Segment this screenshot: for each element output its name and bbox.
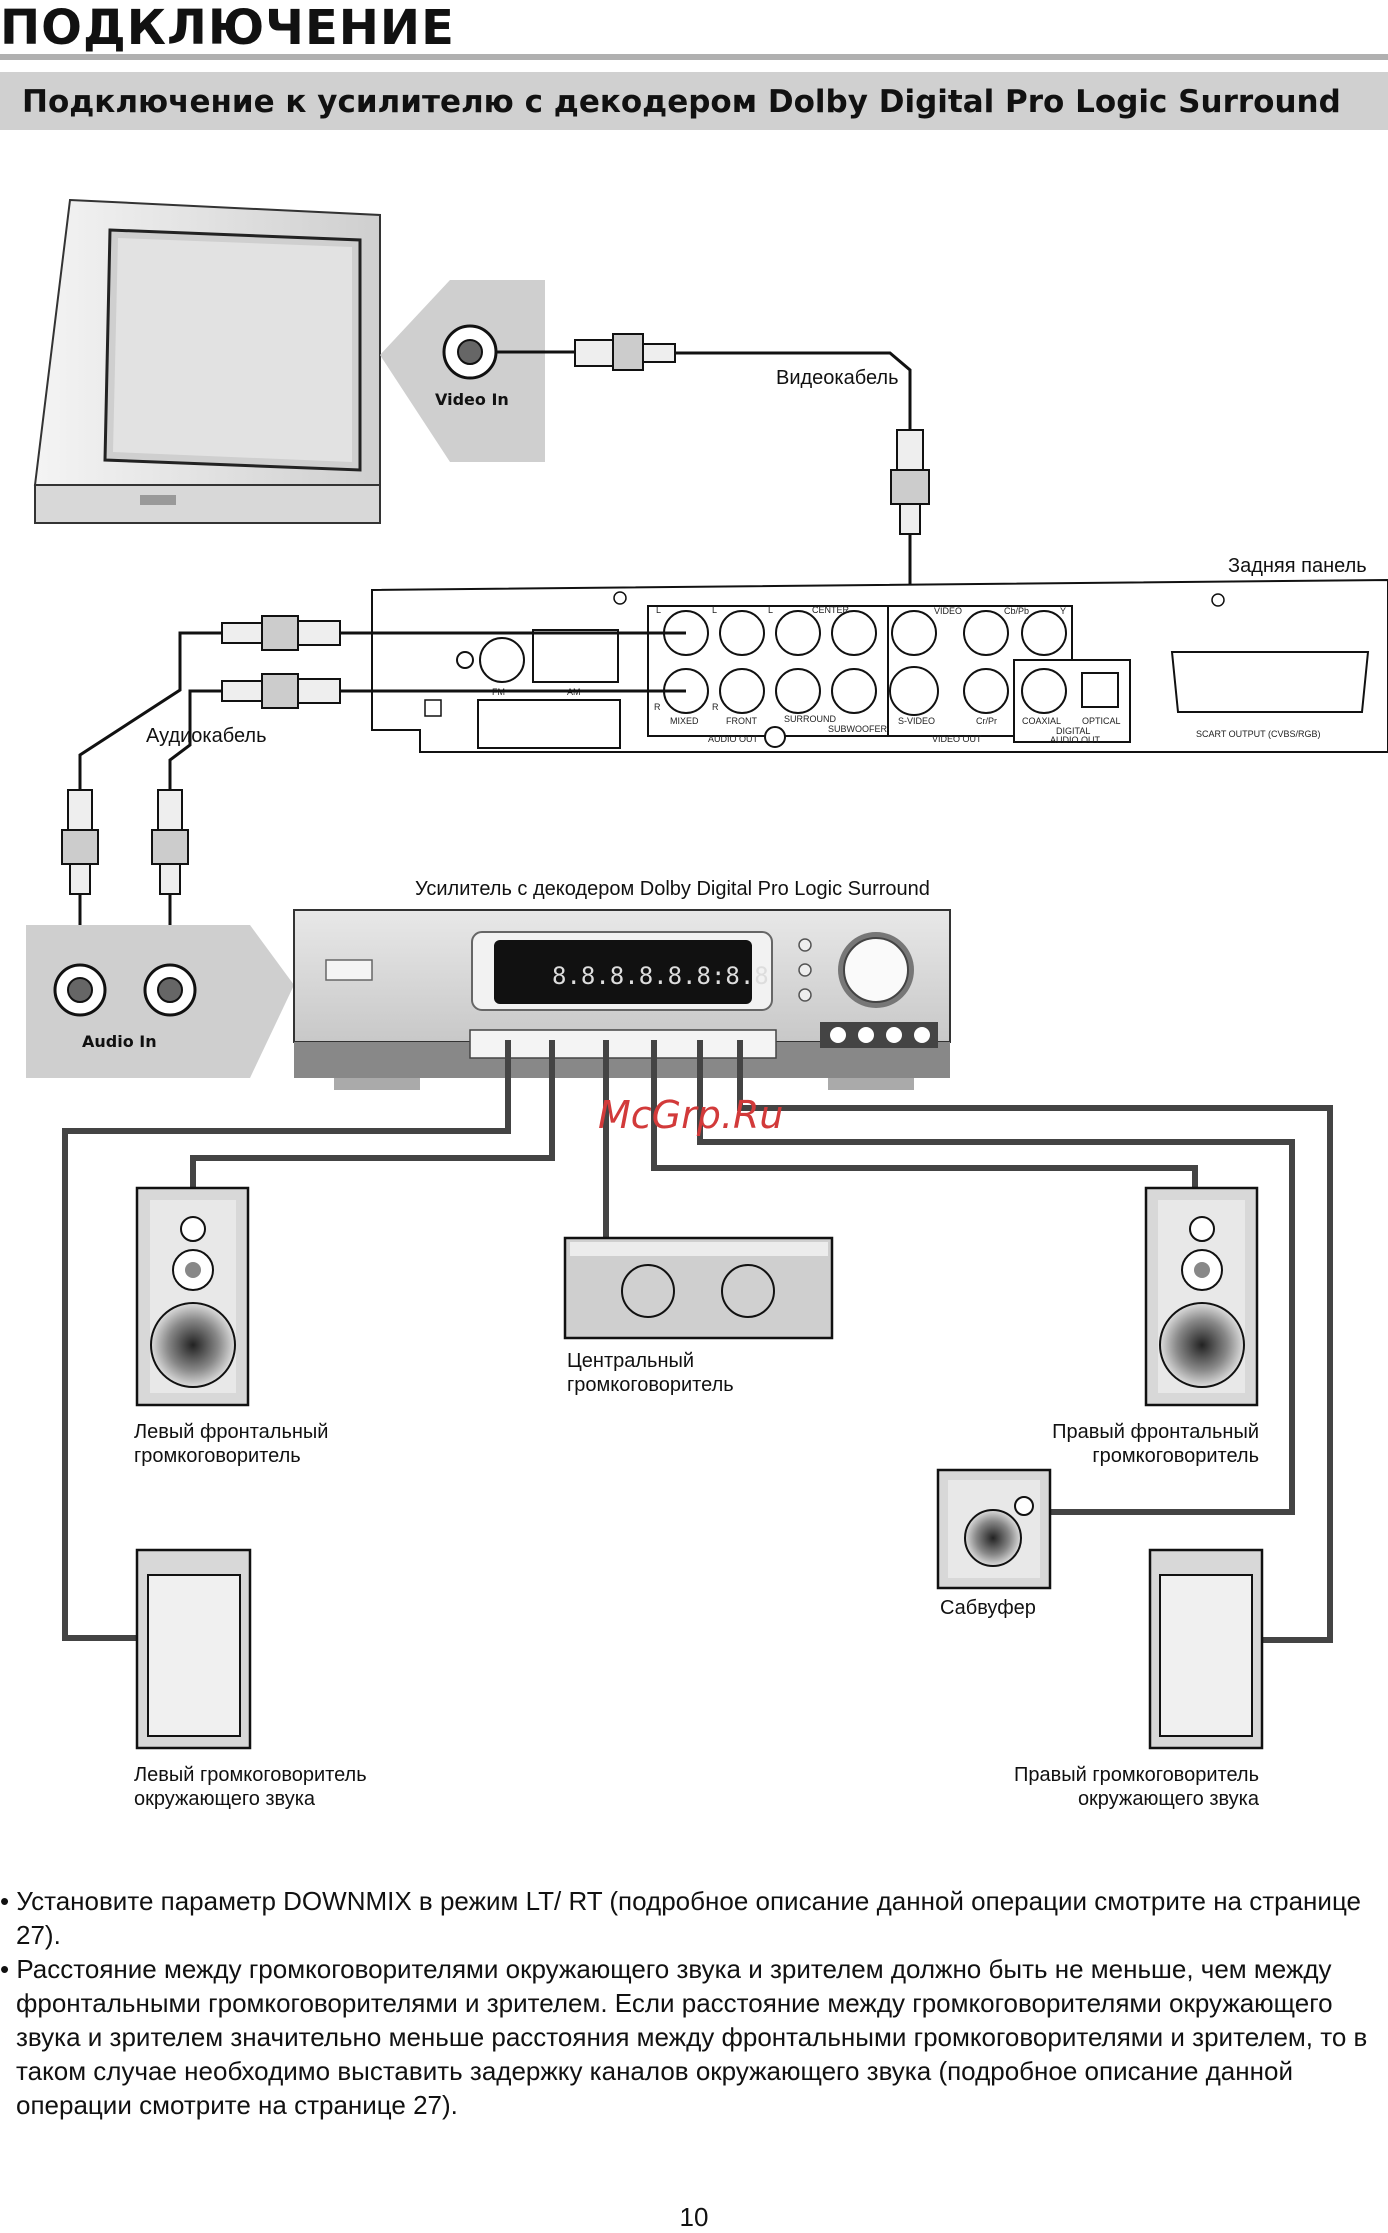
front-left-label-1: Левый фронтальный — [134, 1421, 328, 1443]
front-left-speaker: Левый фронтальный громкоговоритель — [134, 1186, 328, 1467]
panel-surround: SURROUND — [784, 714, 837, 724]
front-right-label-2: громкоговоритель — [1092, 1445, 1259, 1467]
panel-optical: OPTICAL — [1082, 716, 1121, 726]
page-number: 10 — [679, 2202, 709, 2232]
dvd-rear-panel: Задняя панель FM AM L L L CENTER R R MIX… — [371, 555, 1388, 753]
note-item: • Установите параметр DOWNMIX в режим LT… — [0, 1886, 1362, 1950]
panel-crpr: Cr/Pr — [976, 716, 997, 726]
panel-r2: R — [712, 702, 719, 712]
panel-l1: L — [656, 605, 661, 615]
panel-video-out: VIDEO OUT — [932, 734, 982, 744]
surround-right-label-2: окружающего звука — [1078, 1788, 1260, 1810]
note-item: • Расстояние между громкоговорителями ок… — [0, 1954, 1368, 2120]
audio-cable-label: Аудиокабель — [146, 725, 267, 747]
rear-panel-label: Задняя панель — [1228, 555, 1367, 577]
surround-left-label-1: Левый громкоговоритель — [134, 1764, 367, 1786]
surround-left-label-2: окружающего звука — [134, 1788, 316, 1810]
panel-video: VIDEO — [934, 606, 962, 616]
watermark: McGrp.Ru — [598, 1093, 783, 1137]
amp-label: Усилитель с декодером Dolby Digital Pro … — [415, 878, 930, 900]
panel-scart: SCART OUTPUT (CVBS/RGB) — [1196, 729, 1321, 739]
panel-digital: DIGITAL — [1056, 726, 1090, 736]
front-right-speaker: Правый фронтальный громкоговоритель — [1052, 1186, 1259, 1467]
audio-out-jacks — [663, 610, 877, 748]
center-label-1: Центральный — [567, 1350, 694, 1372]
notes-list: • Установите параметр DOWNMIX в режим LT… — [0, 1884, 1370, 2122]
surround-left-speaker: Левый громкоговоритель окружающего звука — [134, 1548, 367, 1810]
front-right-label-1: Правый фронтальный — [1052, 1421, 1259, 1443]
panel-digital-audio-out: AUDIO OUT — [1050, 735, 1101, 745]
front-left-label-2: громкоговоритель — [134, 1445, 301, 1467]
page-title: ПОДКЛЮЧЕНИЕ — [0, 0, 455, 56]
section-bar — [0, 72, 1388, 130]
panel-r1: R — [654, 702, 661, 712]
subwoofer-label: Сабвуфер — [940, 1597, 1036, 1619]
surround-right-speaker: Правый громкоговоритель окружающего звук… — [1014, 1548, 1264, 1810]
title-rule — [0, 54, 1388, 60]
speaker-wires — [62, 1040, 1333, 1643]
panel-l3: L — [768, 605, 773, 615]
amplifier: Усилитель с декодером Dolby Digital Pro … — [26, 878, 951, 1090]
tv — [33, 198, 381, 524]
panel-cbpb: Cb/Pb — [1004, 606, 1029, 616]
panel-l2: L — [712, 605, 717, 615]
panel-front: FRONT — [726, 716, 757, 726]
amp-display: 8.8.8.8.8.8:8.8 — [552, 962, 769, 990]
panel-audio-out: AUDIO OUT — [708, 734, 759, 744]
audio-cable: Аудиокабель — [61, 615, 686, 958]
panel-svideo: S-VIDEO — [898, 716, 935, 726]
panel-y: Y — [1060, 606, 1066, 616]
panel-subwoofer: SUBWOOFER — [828, 724, 888, 734]
subwoofer: Сабвуфер — [936, 1468, 1052, 1619]
connection-diagram: Video In Видеокабель Задняя панель FM AM — [26, 198, 1388, 1810]
video-cable-label: Видеокабель — [776, 367, 899, 389]
video-cable: Видеокабель — [496, 333, 930, 610]
audio-in-label: Audio In — [82, 1032, 157, 1051]
panel-mixed: MIXED — [670, 716, 699, 726]
surround-right-label-1: Правый громкоговоритель — [1014, 1764, 1259, 1786]
panel-center: CENTER — [812, 605, 850, 615]
panel-coaxial: COAXIAL — [1022, 716, 1061, 726]
section-title: Подключение к усилителю с декодером Dolb… — [22, 84, 1341, 120]
tv-video-in-callout: Video In — [380, 280, 545, 462]
video-in-label: Video In — [435, 390, 509, 409]
center-label-2: громкоговоритель — [567, 1374, 734, 1396]
center-speaker: Центральный громкоговоритель — [563, 1236, 834, 1396]
